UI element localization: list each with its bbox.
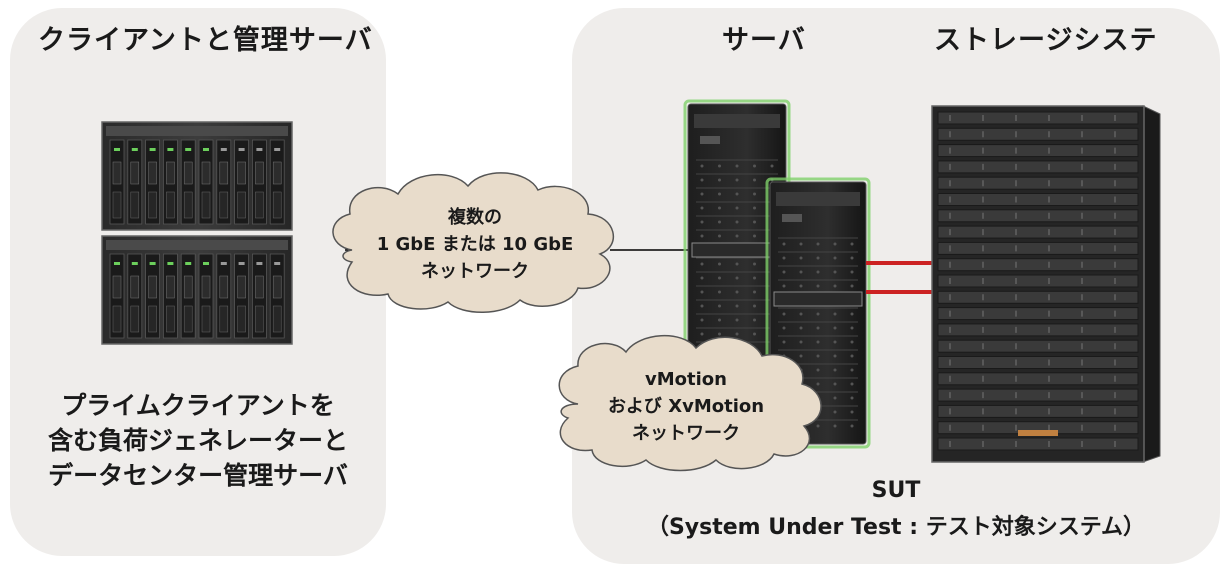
client-heading: クライアントと管理サーバ [38, 25, 373, 56]
sut-caption-line: SUT [871, 478, 921, 503]
network-cloud-line: 1 GbE または 10 GbE [376, 234, 574, 255]
server-heading: サーバ [722, 25, 806, 56]
vmotion-cloud-label: vMotion および XvMotion ネットワーク [556, 366, 816, 447]
network-cloud-label: 複数の 1 GbE または 10 GbE ネットワーク [330, 204, 620, 285]
storage-heading: ストレージシステ [934, 25, 1158, 56]
client-caption-line: プライムクライアントを [61, 391, 335, 420]
vmotion-cloud-line: vMotion [645, 369, 727, 390]
client-caption-line: 含む負荷ジェネレーターと [47, 426, 348, 455]
network-cloud [332, 172, 615, 313]
client-caption-line: データセンター管理サーバ [48, 461, 348, 490]
storage-array-icon [931, 105, 1161, 463]
blade-chassis-icon [101, 121, 293, 345]
sut-caption-line: （System Under Test : テスト対象システム） [646, 515, 1146, 540]
network-cloud-line: 複数の [448, 207, 502, 228]
vmotion-cloud-line: および XvMotion [607, 396, 765, 417]
vmotion-cloud [558, 335, 822, 472]
sut-caption: SUT （System Under Test : テスト対象システム） [572, 472, 1220, 546]
client-caption: プライムクライアントを 含む負荷ジェネレーターと データセンター管理サーバ [10, 388, 386, 493]
network-cloud-line: ネットワーク [421, 261, 529, 282]
vmotion-cloud-line: ネットワーク [632, 423, 740, 444]
